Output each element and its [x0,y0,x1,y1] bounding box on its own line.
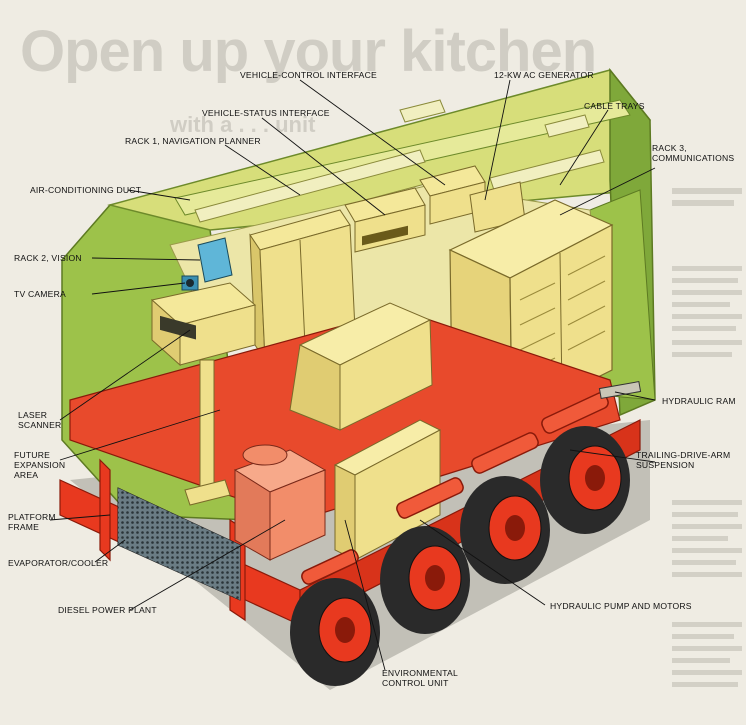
diesel-power-plant [233,444,327,561]
label-rack-3-line-1: RACK 3, [652,143,687,153]
background-column-text [672,188,742,687]
label-vehicle-control-interface: VEHICLE-CONTROL INTERFACE [240,70,377,80]
label-diesel-power-plant: DIESEL POWER PLANT [58,605,157,615]
label-air-conditioning-duct: AIR-CONDITIONING DUCT [30,185,142,195]
label-env-line-2: CONTROL UNIT [382,678,449,688]
evaporator-cooler [117,487,241,601]
wheels [290,426,630,686]
label-hydraulic-pump-motors: HYDRAULIC PUMP AND MOTORS [550,601,692,611]
leader-lines [49,79,656,671]
label-platform-line-1: PLATFORM [8,512,56,522]
label-rack-2-vision: RACK 2, VISION [14,253,82,263]
label-laser-line-2: SCANNER [18,420,62,430]
label-cable-trays: CABLE TRAYS [584,101,645,111]
wheel-2 [380,526,470,634]
wheel-1 [290,578,380,686]
rack-1-navigation-planner [249,209,356,362]
label-future-line-1: FUTURE [14,450,51,460]
label-vehicle-status-interface: VEHICLE-STATUS INTERFACE [202,108,330,118]
vehicle-status-interface [344,187,426,253]
label-env-line-1: ENVIRONMENTAL [382,668,458,678]
label-future-line-3: AREA [14,470,39,480]
label-trailing-line-2: SUSPENSION [636,460,695,470]
label-rack-1-navigation-planner: RACK 1, NAVIGATION PLANNER [125,136,261,146]
background-headline: Open up your kitchen [20,19,597,84]
label-future-line-2: EXPANSION [14,460,66,470]
label-rack-3-line-2: COMMUNICATIONS [652,153,735,163]
label-laser-line-1: LASER [18,410,48,420]
label-hydraulic-ram: HYDRAULIC RAM [662,396,736,406]
label-trailing-line-1: TRAILING-DRIVE-ARM [636,450,731,460]
wheel-4 [540,426,630,534]
label-evaporator-cooler: EVAPORATOR/COOLER [8,558,109,568]
tv-camera [181,237,233,291]
wheel-3 [460,476,550,584]
vehicle-control-interface [419,165,486,225]
laser-scanner [150,282,257,506]
label-tv-camera: TV CAMERA [14,289,66,299]
hydraulic-ram [598,381,642,399]
future-expansion-box [289,302,433,431]
environmental-control-unit [333,419,442,561]
label-platform-line-2: FRAME [8,522,40,532]
background-subhead: with a . . . unit [170,112,316,137]
hydraulic-springs [301,392,609,585]
label-ac-generator: 12-kW AC GENERATOR [494,70,594,80]
